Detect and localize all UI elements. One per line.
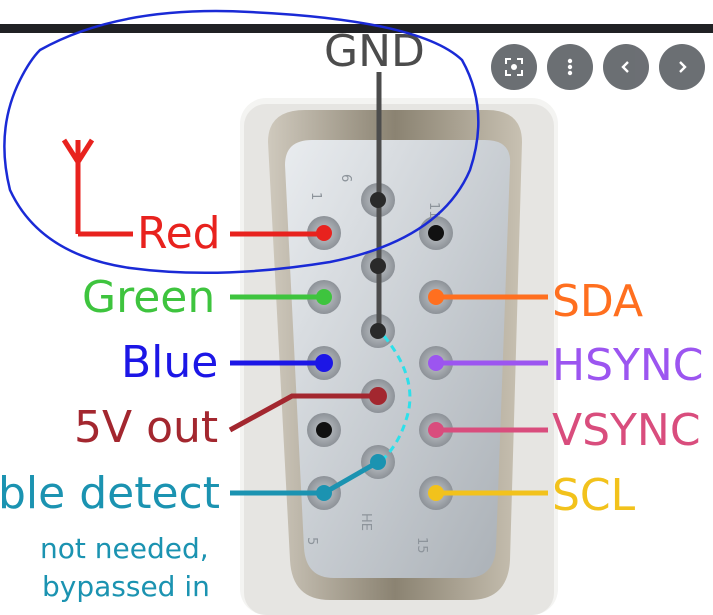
svg-text:HE: HE — [358, 513, 373, 531]
more-options-button[interactable] — [547, 44, 593, 90]
svg-text:11: 11 — [426, 202, 441, 219]
lens-search-icon — [505, 58, 523, 76]
red-pin-label: Red — [137, 208, 221, 259]
next-image-button[interactable] — [659, 44, 705, 90]
scl-pin-label: SCL — [552, 470, 636, 521]
bridge-dashed-line — [378, 335, 412, 464]
note-line-2: bypassed in — [42, 570, 210, 603]
svg-text:15: 15 — [414, 537, 429, 554]
previous-image-button[interactable] — [603, 44, 649, 90]
vsync-pin-label: VSYNC — [552, 405, 701, 456]
svg-text:1: 1 — [308, 192, 323, 200]
svg-text:6: 6 — [338, 174, 353, 182]
lens-search-button[interactable] — [491, 44, 537, 90]
five-v-pin-label: 5V out — [74, 402, 219, 453]
chevron-left-icon — [621, 61, 629, 73]
sda-pin-label: SDA — [552, 276, 644, 327]
gnd-label: GND — [324, 26, 425, 77]
more-vert-icon — [567, 58, 573, 76]
detect-pin-label: ble detect — [0, 468, 220, 519]
blue-pin-label: Blue — [121, 337, 219, 388]
svg-text:5: 5 — [304, 537, 319, 545]
green-pin-label: Green — [82, 272, 216, 323]
note-line-1: not needed, — [40, 532, 209, 565]
hsync-pin-label: HSYNC — [552, 340, 704, 391]
chevron-right-icon — [679, 61, 687, 73]
